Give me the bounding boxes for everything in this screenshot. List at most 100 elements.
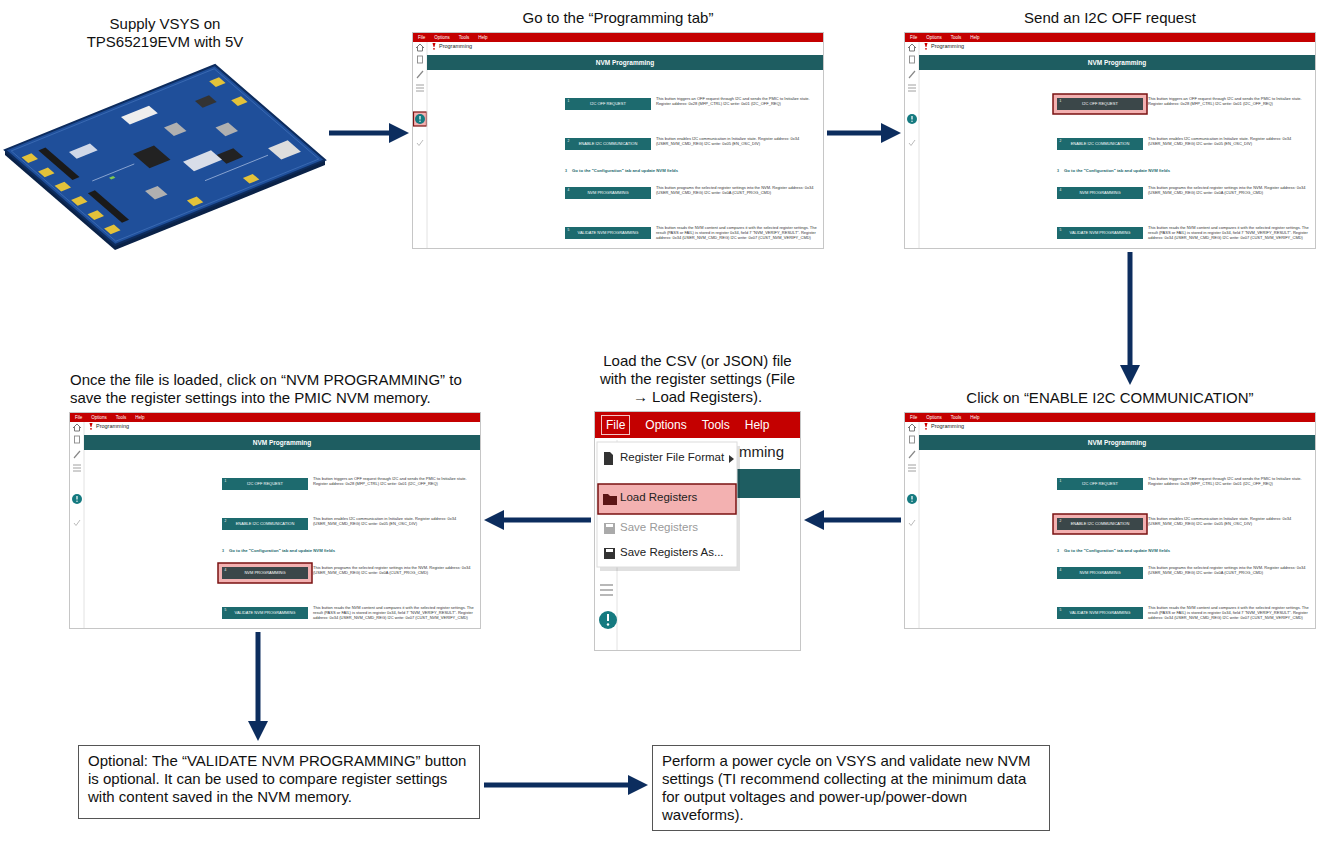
button-label: VALIDATE NVM PROGRAMMING <box>1070 611 1131 615</box>
menu-item: Help <box>745 419 770 431</box>
gui-button: 2ENABLE I2C COMMUNICATION <box>1057 138 1143 150</box>
menu-screenshot-background <box>607 623 609 625</box>
menu-option: Load Registers <box>620 491 697 505</box>
evm-board-photo <box>109 176 115 180</box>
menu-bar: FileOptionsToolsHelp <box>70 413 480 422</box>
button-description: This button enables I2C communication in… <box>656 136 819 146</box>
label-holder: This button reads the NVM content and co… <box>1148 225 1311 240</box>
screen-area: FileOptionsToolsHelpNVM Programming1I2C … <box>413 33 823 248</box>
screen-area: FileOptionsToolsHelpNVM Programming1I2C … <box>905 413 1315 628</box>
menu-option: Save Registers <box>620 521 698 535</box>
label-holder: Go to the "Configuration" tab and update… <box>1064 168 1170 173</box>
menu-screenshot-background <box>607 614 609 621</box>
evm-board-photo <box>133 146 171 169</box>
button-number: 1 <box>1060 480 1062 483</box>
label-holder: This button programs the selected regist… <box>1148 185 1311 195</box>
text-holder: 1 <box>1060 480 1062 483</box>
button-highlight <box>1053 514 1147 534</box>
step-number: 3 <box>1057 549 1059 553</box>
menu-screenshot-background <box>604 523 615 534</box>
text-holder: NVM PROGRAMMING <box>587 191 628 195</box>
evm-board-photo <box>216 122 239 136</box>
text-holder: Options <box>926 35 942 40</box>
button-description: This button reads the NVM content and co… <box>1148 225 1311 240</box>
menu-item: File <box>418 35 425 40</box>
gui-sidebar <box>72 422 93 628</box>
text-holder: 5 <box>225 609 227 612</box>
gui-sidebar <box>907 422 928 628</box>
evm-board-photo <box>38 168 54 178</box>
text-holder: ENABLE I2C COMMUNICATION <box>236 522 295 526</box>
text-holder: Perform a power cycle on VSYS and valida… <box>662 752 1040 824</box>
label-holder: 3 <box>1057 169 1059 173</box>
gui-sidebar <box>415 42 436 248</box>
menu-bar: FileOptionsToolsHelp <box>905 413 1315 422</box>
evm-board-photo <box>5 65 325 245</box>
text-holder: File <box>75 415 82 420</box>
text-holder: Tools <box>459 35 470 40</box>
text-holder: NVM Programming <box>253 439 312 447</box>
gui-button: 2ENABLE I2C COMMUNICATION <box>1057 518 1143 530</box>
label-holder: This button programs the selected regist… <box>656 185 819 195</box>
label-holder: Programming <box>439 43 472 49</box>
button-description: This button reads the NVM content and co… <box>1148 605 1311 620</box>
menu-option: Save Registers As... <box>620 546 724 560</box>
evm-board-photo <box>145 186 168 200</box>
flow-arrow <box>494 518 591 523</box>
label-holder: This button programs the selected regist… <box>313 565 476 575</box>
menu-item: Tools <box>951 415 962 420</box>
gui-button: 4NVM PROGRAMMING <box>1057 187 1143 199</box>
label-holder: Go to the "Configuration" tab and update… <box>572 168 678 173</box>
menu-screenshot-background <box>600 589 613 590</box>
text-holder: 4 <box>225 569 227 572</box>
menu-screenshot-background <box>600 584 613 585</box>
evm-board-photo <box>195 95 217 107</box>
text-holder: I2C OFF REQUEST <box>1082 482 1118 486</box>
text-holder: Register File Format <box>620 451 724 465</box>
gui-button: 5VALIDATE NVM PROGRAMMING <box>1057 227 1143 239</box>
button-description: This button programs the selected regist… <box>1148 565 1311 575</box>
menu-item: Options <box>926 35 942 40</box>
text-holder: File <box>910 35 917 40</box>
menu-item: Help <box>135 415 144 420</box>
text-holder: Help <box>478 35 487 40</box>
text-holder: I2C OFF REQUEST <box>590 102 626 106</box>
button-number: 2 <box>1060 140 1062 143</box>
gui-button: 5VALIDATE NVM PROGRAMMING <box>565 227 651 239</box>
gui-button: 4NVM PROGRAMMING <box>1057 567 1143 579</box>
partial-page-title: mming <box>739 443 784 460</box>
evm-board-photo <box>88 190 129 222</box>
label-holder: This button enables I2C communication in… <box>1148 516 1311 526</box>
text-holder: 1 <box>225 480 227 483</box>
page-title: Programming <box>96 423 129 429</box>
button-label: ENABLE I2C COMMUNICATION <box>1071 522 1130 526</box>
button-number: 1 <box>225 480 227 483</box>
label-holder: This button reads the NVM content and co… <box>1148 605 1311 620</box>
header-band: NVM Programming <box>427 55 823 70</box>
button-number: 4 <box>1060 569 1062 572</box>
process-box: Perform a power cycle on VSYS and valida… <box>652 745 1050 831</box>
label-holder: This button triggers an OFF request thro… <box>1148 476 1311 486</box>
header-title: NVM Programming <box>1088 59 1147 67</box>
menu-item: Tools <box>459 35 470 40</box>
label-holder: Go to the "Configuration" tab and update… <box>1064 548 1170 553</box>
text-holder: Help <box>970 35 979 40</box>
text-holder: ENABLE I2C COMMUNICATION <box>1071 142 1130 146</box>
menu-screenshot-background <box>603 494 617 505</box>
label-holder: Programming <box>931 43 964 49</box>
evm-board-photo <box>92 164 134 181</box>
text-holder: Load Registers <box>620 491 697 505</box>
flow-arrow <box>484 783 638 788</box>
screen-area: FileOptionsToolsHelpNVM Programming1I2C … <box>905 33 1315 248</box>
button-label: ENABLE I2C COMMUNICATION <box>1071 142 1130 146</box>
evm-board-photo <box>164 122 187 136</box>
menu-screenshot-background <box>600 594 613 595</box>
step-instruction: Go to the "Configuration" tab and update… <box>1064 548 1170 553</box>
board-step: Supply VSYS on TPS65219EVM with 5V <box>5 65 325 245</box>
label-holder: Programming <box>931 423 964 429</box>
button-number: 4 <box>568 189 570 192</box>
evm-board-photo <box>71 196 87 206</box>
step-instruction: Go to the "Configuration" tab and update… <box>229 548 335 553</box>
menu-screenshot-background <box>729 455 734 463</box>
